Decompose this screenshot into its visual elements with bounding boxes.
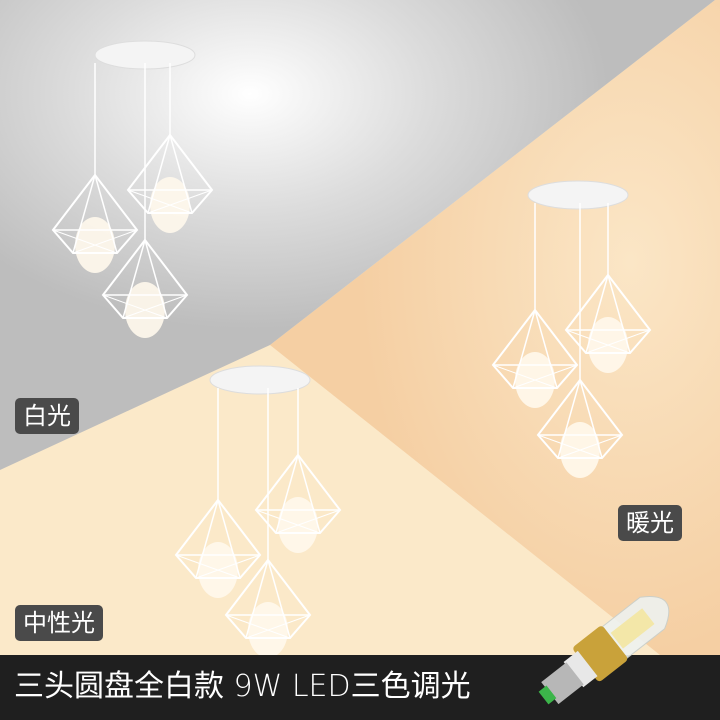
pendant-lamp (491, 180, 652, 478)
neutral-light-label: 中性光 (15, 605, 103, 641)
pendant-cage (51, 173, 139, 273)
pendant-cage (126, 133, 214, 233)
pendant-cage (254, 453, 342, 553)
warm-background (270, 0, 720, 655)
pendant-lamp (174, 365, 342, 658)
warm-light-label: 暖光 (618, 505, 682, 541)
pendant-cage (491, 308, 579, 408)
banner-title: 三头圆盘全白款 9W LED三色调光 (14, 669, 471, 704)
pendant-cage (101, 238, 189, 338)
pendant-cage (174, 498, 262, 598)
white-background (0, 0, 715, 470)
pendant-cage (564, 273, 652, 373)
led-bulb-image (538, 596, 670, 705)
pendant-cage (224, 558, 312, 658)
white-light-label: 白光 (15, 398, 79, 434)
pendant-cage (536, 378, 624, 478)
pendant-lamp (51, 40, 214, 338)
